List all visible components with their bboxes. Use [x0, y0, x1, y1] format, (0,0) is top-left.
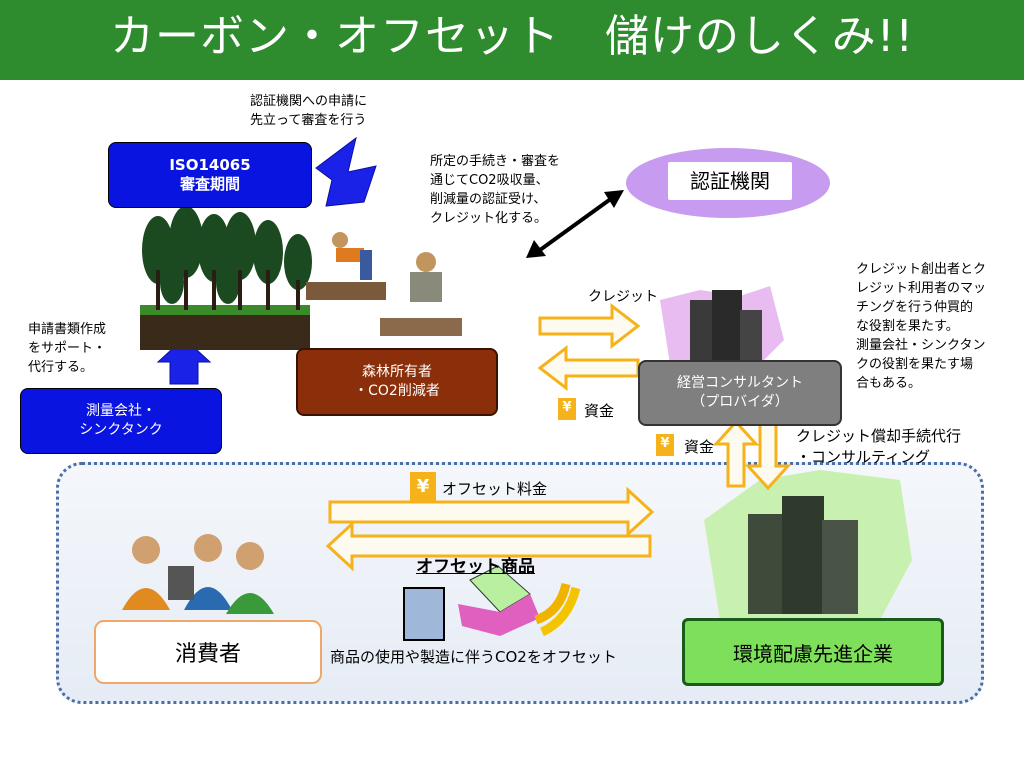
- page-title: カーボン・オフセット 儲けのしくみ!!: [109, 11, 915, 62]
- yen-icon-fee: [410, 472, 436, 502]
- consultant-box: 経営コンサルタント （プロバイダ）: [638, 360, 842, 426]
- consumers-illustration: [122, 534, 274, 614]
- forest-illustration: [140, 206, 312, 350]
- yen-sign-side: ¥: [660, 436, 670, 451]
- redemption-arrow-down: [744, 420, 792, 491]
- credit-label: クレジット: [588, 289, 658, 305]
- certification-note: 所定の手続き・審査を 通じてCO2吸収量、 削減量の認証受け、 クレジット化する…: [430, 154, 561, 226]
- funds-label-side: 資金: [684, 438, 715, 456]
- funds-arrow-left: [537, 344, 640, 392]
- survey-box: 測量会社・ シンクタンク: [20, 388, 222, 454]
- credit-arrow-right: [538, 302, 641, 350]
- offset-fee-label: オフセット料金: [442, 480, 548, 498]
- yen-icon-top: [558, 398, 576, 420]
- matching-note: クレジット創出者とク レジット利用者のマッ チングを行う仲買的 な役割を果たす。…: [856, 262, 987, 391]
- pre-audit-note: 認証機関への申請に 先立って審査を行う: [250, 94, 368, 128]
- cert-body-box: 認証機関: [668, 162, 792, 200]
- yen-sign-top: ¥: [562, 400, 572, 415]
- support-note: 申請書類作成 をサポート・ 代行する。: [28, 322, 107, 375]
- company-building: [704, 470, 912, 620]
- offset-fee-arrow-right: [328, 486, 655, 538]
- consultant-building: [660, 286, 784, 364]
- offset-product-label: オフセット商品: [416, 557, 535, 577]
- iso-audit-box: ISO14065 審査期間: [108, 142, 312, 208]
- funds-arrow-up: [712, 419, 760, 488]
- yen-icon-side: [656, 434, 674, 456]
- offset-product-arrow-left: [325, 520, 652, 572]
- yen-sign-fee: ¥: [416, 476, 430, 497]
- certification-arrow: [526, 190, 624, 258]
- offset-desc-label: 商品の使用や製造に伴うCO2をオフセット: [330, 648, 617, 666]
- consumer-box: 消費者: [94, 620, 322, 684]
- workers-illustration: [306, 232, 462, 336]
- title-bar: [0, 0, 1024, 80]
- company-box: 環境配慮先進企業: [682, 618, 944, 686]
- audit-arrow: [315, 136, 377, 207]
- forest-owner-box: 森林所有者 ・CO2削減者: [296, 348, 498, 416]
- funds-label-top: 資金: [584, 402, 615, 420]
- redemption-label: クレジット償却手続代行 ・コンサルティング: [796, 427, 962, 466]
- products-illustration: [403, 565, 581, 641]
